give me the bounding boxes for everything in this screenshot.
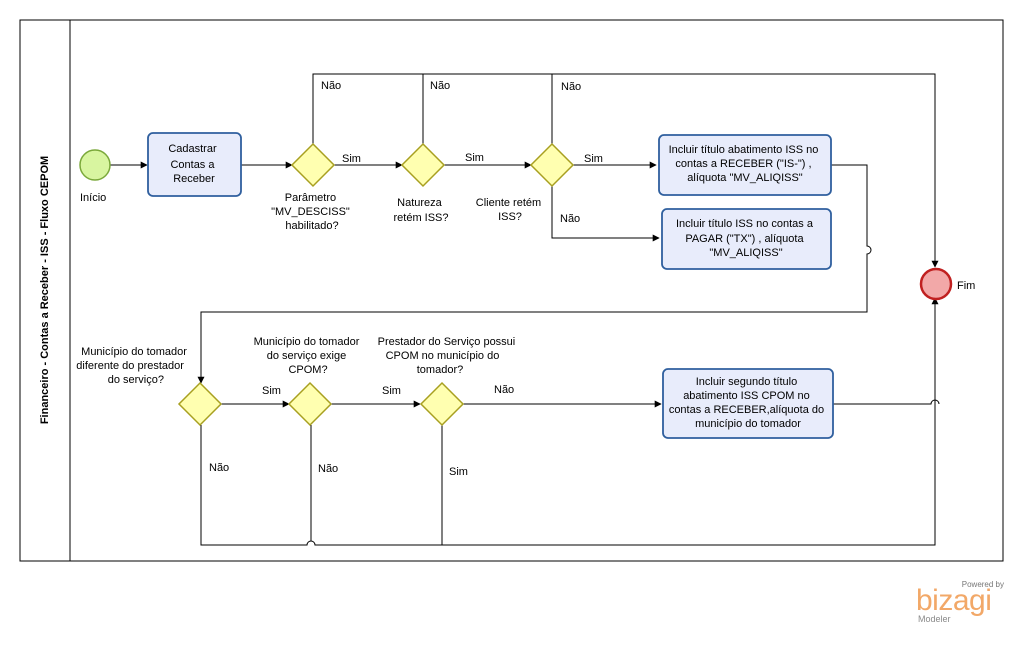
- flow-cliente-nao: [551, 186, 660, 242]
- gateway-municipio-diferente-line1: Município do tomador: [81, 346, 187, 358]
- gateway-municipio-cpom-line2: do serviço exige: [267, 350, 347, 362]
- gateway-natureza[interactable]: Natureza retém ISS?: [393, 142, 449, 224]
- pool: Financeiro - Contas a Receber - ISS - Fl…: [19, 19, 1004, 562]
- sequence-flows: [110, 73, 940, 546]
- svg-text:Cadastrar Contas a: Cadastrar Contas a Receber: [168, 143, 219, 185]
- task-pagar-line1: Incluir título ISS no contas a: [676, 218, 814, 230]
- svg-text:Incluir título ISS no contas a: Incluir título ISS no contas a PAGAR ("T…: [676, 218, 816, 259]
- end-event: Fim: [919, 267, 975, 301]
- task-segundo-line2: abatimento ISS CPOM no: [683, 390, 810, 402]
- start-label: Início: [80, 192, 106, 204]
- svg-text:Incluir título abatimento ISS: Incluir título abatimento ISS no contas …: [669, 144, 822, 184]
- label-nao-natureza: Não: [430, 80, 450, 92]
- label-sim-parametro: Sim: [342, 153, 361, 165]
- flow-parametro-nao: [312, 73, 939, 268]
- gateway-parametro[interactable]: Parâmetro "MV_DESCISS" habilitado?: [271, 142, 353, 232]
- task-segundo[interactable]: Incluir segundo título abatimento ISS CP…: [662, 368, 834, 439]
- task-abatimento-line1: Incluir título abatimento ISS no: [669, 144, 819, 156]
- task-cadastrar-line2: Contas a: [170, 159, 215, 171]
- start-event: Início: [79, 149, 111, 204]
- bizagi-watermark: Powered by bizagi Modeler: [914, 580, 1004, 630]
- label-nao-parametro: Não: [321, 80, 341, 92]
- gateway-prestador-cpom[interactable]: Prestador do Serviço possui CPOM no muni…: [378, 336, 519, 427]
- label-nao-municipio-cpom: Não: [318, 463, 338, 475]
- label-sim-natureza: Sim: [465, 152, 484, 164]
- gateway-municipio-diferente[interactable]: Município do tomador diferente do presta…: [76, 346, 223, 427]
- gateway-parametro-line3: habilitado?: [285, 220, 338, 232]
- flow-labels: Não Não Não Sim Sim Sim Não Sim Sim Não …: [209, 80, 603, 478]
- label-sim-municipio-diferente: Sim: [262, 385, 281, 397]
- gateway-prestador-cpom-line3: tomador?: [417, 364, 463, 376]
- label-nao-municipio-diferente: Não: [209, 462, 229, 474]
- task-abatimento-line2: contas a RECEBER ("IS-") ,: [675, 158, 811, 170]
- task-pagar-line3: "MV_ALIQISS": [709, 247, 782, 259]
- task-segundo-line1: Incluir segundo título: [696, 376, 798, 388]
- label-sim-prestador: Sim: [449, 466, 468, 478]
- svg-text:Natureza retém ISS?: Natureza retém ISS?: [393, 197, 448, 224]
- task-segundo-line3: contas a RECEBER,alíquota do: [669, 404, 824, 416]
- modeler-text: Modeler: [918, 614, 951, 624]
- label-nao-prestador: Não: [494, 384, 514, 396]
- task-cadastrar-line1: Cadastrar: [168, 143, 217, 155]
- gateway-cliente-line2: ISS?: [498, 211, 522, 223]
- gateway-municipio-diferente-line2: diferente do prestador: [76, 360, 184, 372]
- gateway-cliente[interactable]: Cliente retém ISS?: [476, 142, 575, 223]
- gateway-parametro-line2: "MV_DESCISS": [271, 206, 350, 218]
- gateway-prestador-cpom-line2: CPOM no município do: [386, 350, 500, 362]
- task-pagar[interactable]: Incluir título ISS no contas a PAGAR ("T…: [661, 208, 832, 270]
- label-sim-municipio-cpom: Sim: [382, 385, 401, 397]
- gateway-municipio-diferente-line3: do serviço?: [108, 374, 164, 386]
- bizagi-logo: bizagi: [916, 584, 992, 617]
- svg-text:Prestador do Serviço possui: Prestador do Serviço possui CPOM no muni…: [378, 336, 519, 376]
- task-abatimento[interactable]: Incluir título abatimento ISS no contas …: [658, 134, 832, 196]
- end-label: Fim: [957, 280, 975, 292]
- gateway-natureza-line1: Natureza: [397, 197, 443, 209]
- flow-abatimento-to-municipio: [197, 164, 872, 384]
- svg-text:Município do tomador dif: Município do tomador diferente do presta…: [76, 346, 190, 386]
- flow-segundo-to-fim: [833, 399, 940, 405]
- task-cadastrar-line3: Receber: [173, 173, 215, 185]
- label-sim-cliente: Sim: [584, 153, 603, 165]
- powered-by-text: Powered by: [961, 580, 1004, 589]
- pool-title: Financeiro - Contas a Receber - ISS - Fl…: [39, 156, 51, 424]
- gateway-prestador-cpom-line1: Prestador do Serviço possui: [378, 336, 516, 348]
- gateway-parametro-line1: Parâmetro: [285, 192, 336, 204]
- gateway-municipio-cpom[interactable]: Município do tomador do serviço exige CP…: [254, 336, 363, 427]
- task-cadastrar[interactable]: Cadastrar Contas a Receber: [147, 132, 242, 197]
- gateway-municipio-cpom-line3: CPOM?: [288, 364, 327, 376]
- svg-text:Incluir segundo título a: Incluir segundo título abatimento ISS CP…: [669, 376, 827, 430]
- gateway-natureza-line2: retém ISS?: [393, 212, 448, 224]
- task-pagar-line2: PAGAR ("TX") , alíquota: [685, 233, 804, 245]
- task-segundo-line4: município do tomador: [695, 418, 801, 430]
- svg-text:Parâmetro "MV_DESCISS": Parâmetro "MV_DESCISS" habilitado?: [271, 192, 353, 232]
- svg-text:Cliente retém ISS?: Cliente retém ISS?: [476, 197, 544, 223]
- gateway-cliente-line1: Cliente retém: [476, 197, 541, 209]
- svg-text:Município do tomador do: Município do tomador do serviço exige CP…: [254, 336, 363, 376]
- label-nao-cliente: Não: [560, 213, 580, 225]
- label-nao-cliente-top: Não: [561, 81, 581, 93]
- gateway-municipio-cpom-line1: Município do tomador: [254, 336, 360, 348]
- task-abatimento-line3: alíquota "MV_ALIQISS": [687, 172, 803, 184]
